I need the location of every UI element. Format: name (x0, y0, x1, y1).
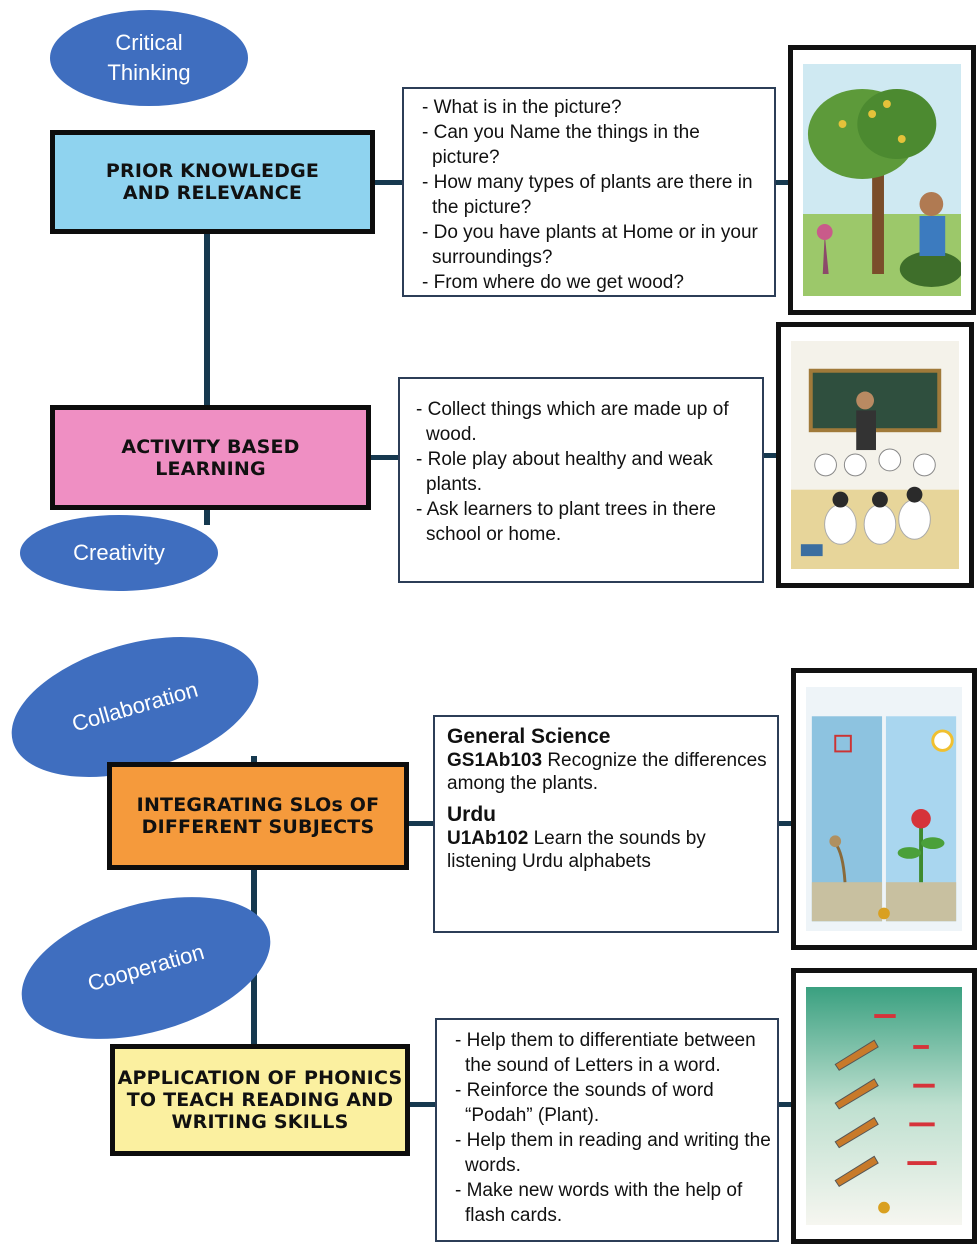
slos-box: General Science GS1Ab103 Recognize the d… (433, 715, 779, 933)
creativity-oval: Creativity (20, 515, 218, 591)
prior-questions-list: What is in the picture? Can you Name the… (418, 95, 770, 295)
prior-knowledge-label: PRIOR KNOWLEDGE AND RELEVANCE (105, 160, 320, 204)
creativity-label: Creativity (73, 540, 165, 565)
classroom-illustration (791, 341, 959, 569)
cooperation-label: Cooperation (84, 938, 207, 997)
list-item: Role play about healthy and weak plants. (412, 447, 758, 497)
phonics-label: APPLICATION OF PHONICS TO TEACH READING … (117, 1067, 403, 1133)
list-item: Make new words with the help of flash ca… (451, 1178, 775, 1228)
activity-items-box: Collect things which are made up of wood… (398, 377, 764, 583)
horizontal-connector (408, 1102, 436, 1107)
slo-text: Recognize the differences among the plan… (447, 750, 767, 794)
horizontal-connector (374, 180, 404, 185)
section-1-panel: Critical Thinking PRIOR KNOWLEDGE AND RE… (0, 0, 977, 591)
slo-text: Learn the sounds by listening Urdu alpha… (447, 828, 706, 872)
prior-knowledge-box: PRIOR KNOWLEDGE AND RELEVANCE (50, 130, 375, 234)
slo-entry: Urdu U1Ab102 Learn the sounds by listeni… (447, 803, 769, 873)
phonics-items-box: Help them to differentiate between the s… (435, 1018, 779, 1242)
slo-description: GS1Ab103 Recognize the differences among… (447, 749, 769, 795)
phonics-box: APPLICATION OF PHONICS TO TEACH READING … (110, 1044, 410, 1156)
activity-based-box: ACTIVITY BASED LEARNING (50, 405, 371, 510)
slo-description: U1Ab102 Learn the sounds by listening Ur… (447, 827, 769, 873)
prior-questions-box: What is in the picture? Can you Name the… (402, 87, 776, 297)
list-item: Ask learners to plant trees in there sch… (412, 497, 758, 547)
cooperation-oval: Cooperation (5, 871, 287, 1065)
horizontal-connector (774, 180, 792, 185)
list-item: Help them in reading and writing the wor… (451, 1128, 775, 1178)
collaboration-label: Collaboration (69, 676, 201, 737)
critical-thinking-oval: Critical Thinking (50, 10, 248, 106)
horizontal-connector (778, 821, 792, 826)
classroom-illustration-frame (776, 322, 974, 588)
horizontal-connector (778, 1102, 792, 1107)
slo-code: U1Ab102 (447, 828, 529, 849)
integrating-slos-label: INTEGRATING SLOs OF DIFFERENT SUBJECTS (136, 794, 380, 838)
slo-subject: Urdu (447, 803, 496, 826)
activity-items-list: Collect things which are made up of wood… (412, 397, 758, 547)
vertical-connector-bottom (204, 505, 210, 525)
horizontal-connector (408, 821, 434, 826)
slo-code: GS1Ab103 (447, 750, 543, 771)
section-2-panel: Collaboration INTEGRATING SLOs OF DIFFER… (0, 611, 977, 1245)
tree-illustration (803, 64, 961, 296)
horizontal-connector (370, 455, 400, 460)
vertical-connector (204, 230, 210, 410)
flashcards-illustration-frame (791, 968, 977, 1244)
integrating-slos-box: INTEGRATING SLOs OF DIFFERENT SUBJECTS (107, 762, 409, 870)
activity-based-label: ACTIVITY BASED LEARNING (121, 435, 300, 480)
tree-illustration-frame (788, 45, 976, 315)
horizontal-connector (762, 453, 780, 458)
critical-thinking-label: Critical Thinking (107, 30, 191, 85)
slo-entry: General Science GS1Ab103 Recognize the d… (447, 725, 769, 795)
list-item: How many types of plants are there in th… (418, 170, 770, 220)
plants-illustration-frame (791, 668, 977, 950)
plants-illustration (806, 687, 962, 931)
list-item: From where do we get wood? (418, 270, 770, 295)
phonics-items-list: Help them to differentiate between the s… (451, 1028, 775, 1228)
list-item: Collect things which are made up of wood… (412, 397, 758, 447)
list-item: Can you Name the things in the picture? (418, 120, 770, 170)
list-item: Do you have plants at Home or in your su… (418, 220, 770, 270)
flashcards-illustration (806, 987, 962, 1225)
list-item: What is in the picture? (418, 95, 770, 120)
list-item: Reinforce the sounds of word “Podah” (Pl… (451, 1078, 775, 1128)
slo-subject: General Science (447, 725, 611, 748)
list-item: Help them to differentiate between the s… (451, 1028, 775, 1078)
